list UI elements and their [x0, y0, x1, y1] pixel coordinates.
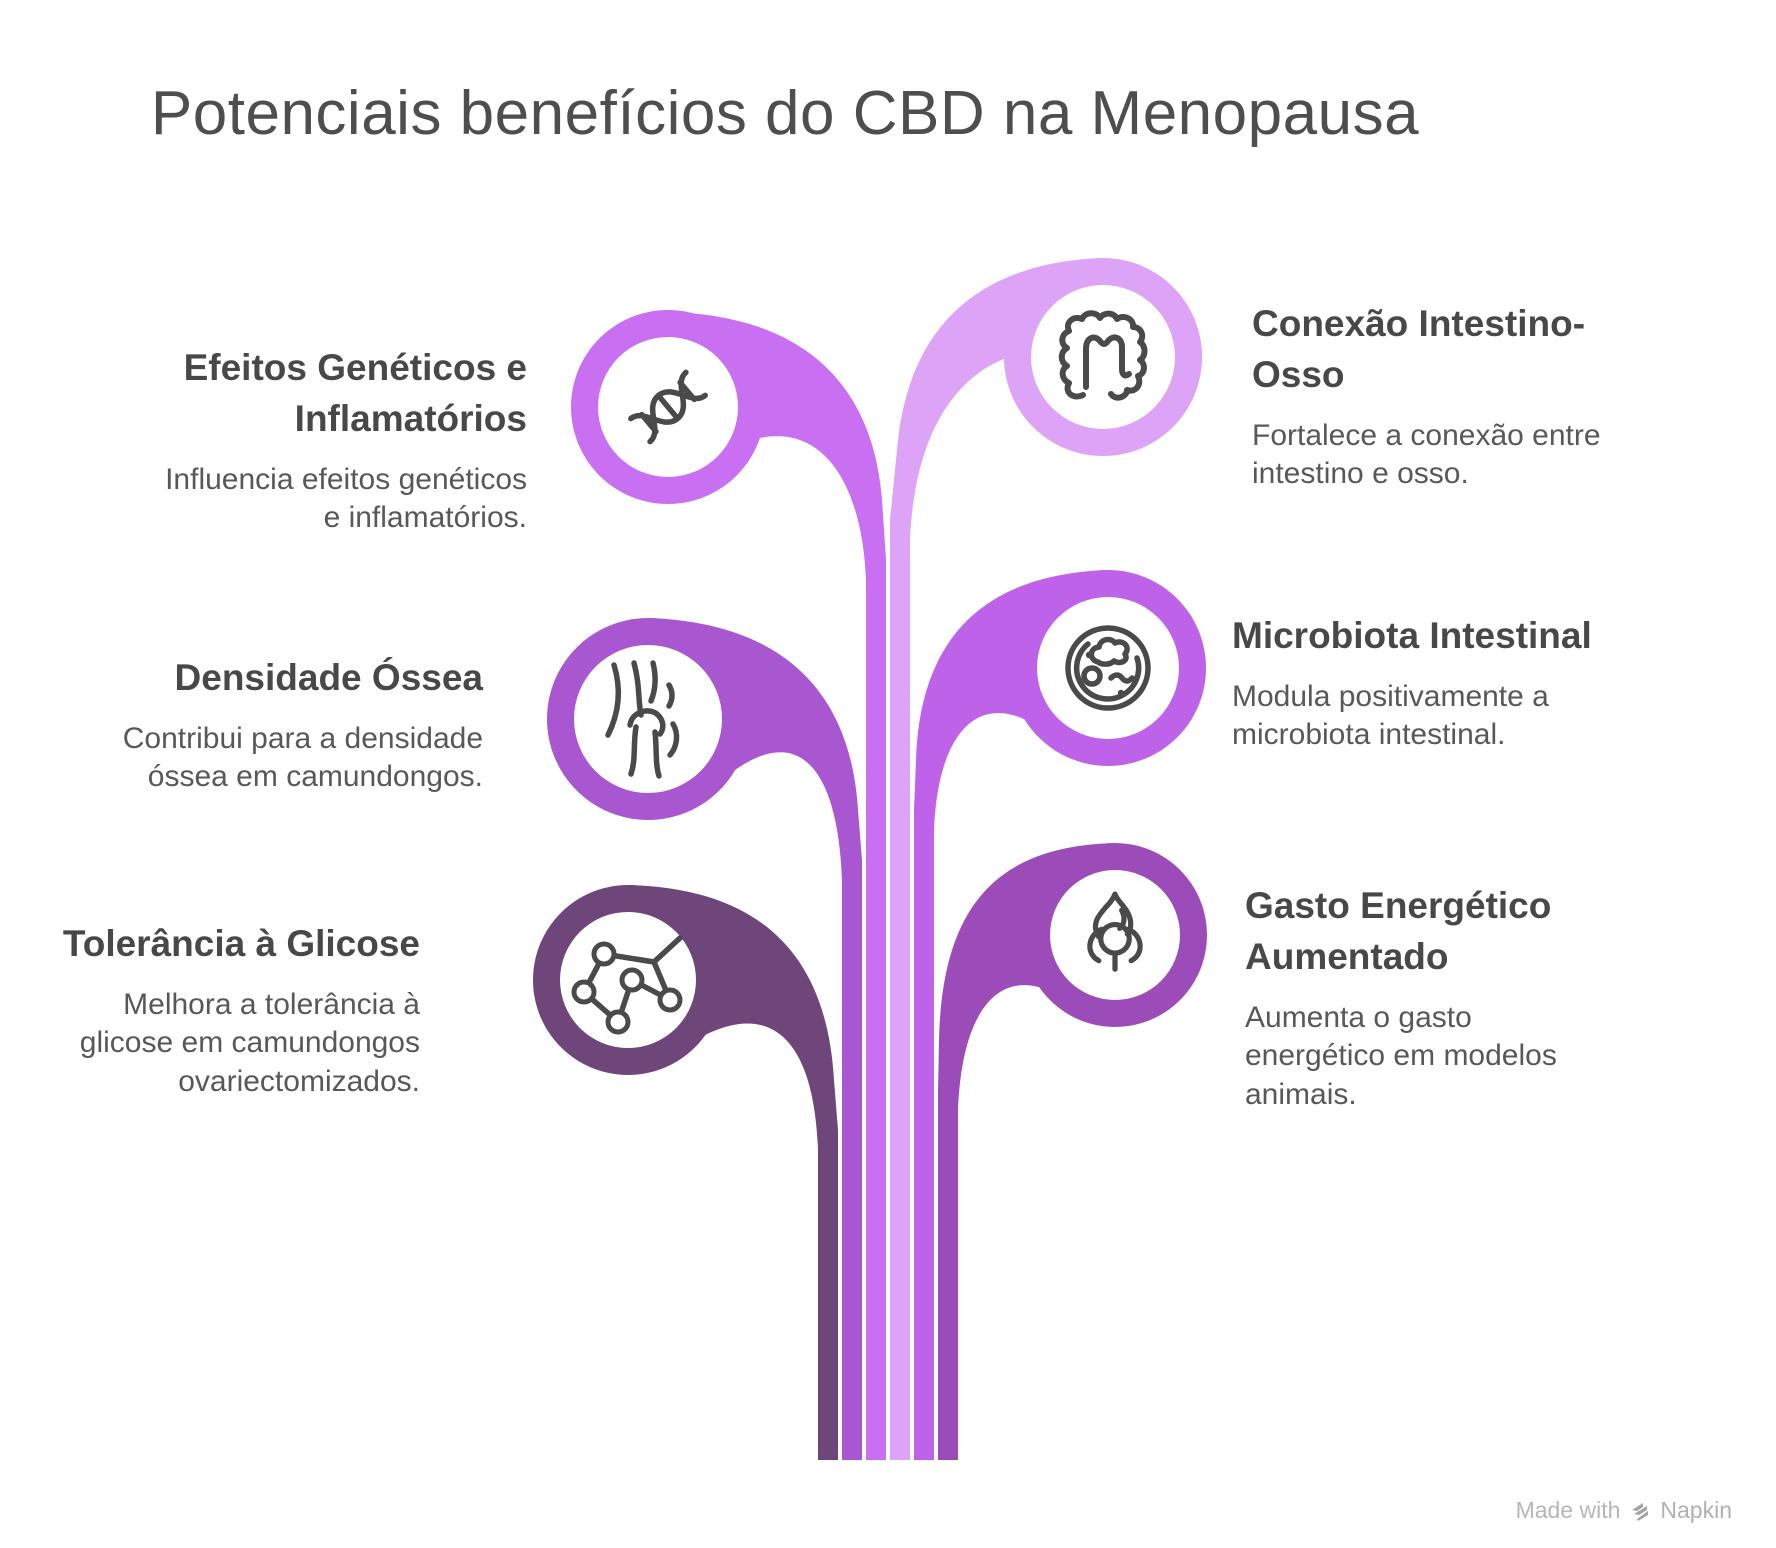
item-description: Modula positivamente a microbiota intest…: [1232, 680, 1549, 752]
branch-glucose-tolerance: [533, 885, 838, 1460]
item-gut-bone-connection: Conexão Intestino- Osso Fortalece a cone…: [1252, 298, 1732, 494]
item-gut-microbiota: Microbiota Intestinal Modula positivamen…: [1232, 610, 1732, 755]
watermark-prefix: Made with: [1515, 1497, 1621, 1523]
branch-gut-bone: [890, 258, 1202, 1460]
item-glucose-tolerance: Tolerância à Glicose Melhora a tolerânci…: [0, 918, 420, 1101]
item-description: Melhora a tolerância à glicose em camund…: [79, 988, 420, 1098]
item-genetic-effects: Efeitos Genéticos e Inflamatórios Influe…: [87, 342, 527, 538]
item-description: Influencia efeitos genéticos e inflamató…: [165, 463, 527, 535]
item-bone-density: Densidade Óssea Contribui para a densida…: [43, 652, 483, 797]
intestine-icon: [1058, 310, 1148, 401]
branch-stem: [938, 843, 1115, 1460]
branch-energy-expenditure: [938, 843, 1207, 1460]
item-title: Microbiota Intestinal: [1232, 615, 1592, 656]
flame-icon: [1087, 891, 1143, 972]
napkin-logo-icon: [1632, 1502, 1649, 1521]
item-energy-expenditure: Gasto Energético Aumentado Aumenta o gas…: [1245, 880, 1725, 1114]
icon-bubble: [1050, 870, 1180, 1000]
molecule-icon: [571, 935, 683, 1035]
petri-dish-icon: [1065, 625, 1151, 711]
icon-bubble: [574, 645, 722, 793]
branch-microbiota: [914, 570, 1206, 1460]
branch-stem: [628, 885, 838, 1460]
item-title: Efeitos Genéticos e Inflamatórios: [183, 347, 527, 440]
item-title: Tolerância à Glicose: [62, 923, 420, 964]
knee-joint-icon: [605, 660, 680, 779]
item-description: Aumenta o gasto energético em modelos an…: [1245, 1001, 1557, 1111]
branch-stem: [914, 570, 1108, 1460]
item-title: Gasto Energético Aumentado: [1245, 885, 1552, 978]
branch-bone-density: [547, 618, 862, 1460]
item-description: Contribui para a densidade óssea em camu…: [122, 722, 483, 794]
icon-bubble: [1037, 597, 1179, 739]
icon-bubble: [1031, 285, 1175, 429]
branch-stem: [668, 312, 886, 1460]
item-title: Densidade Óssea: [174, 657, 483, 698]
watermark-brand: Napkin: [1660, 1497, 1732, 1523]
dna-icon: [628, 369, 708, 445]
branch-genetic-effects: [571, 310, 886, 1460]
napkin-watermark[interactable]: Made with Napkin: [1516, 1497, 1732, 1524]
page-title: Potenciais benefícios do CBD na Menopaus…: [150, 79, 1420, 148]
item-description: Fortalece a conexão entre intestino e os…: [1252, 419, 1601, 491]
item-title: Conexão Intestino- Osso: [1252, 303, 1586, 396]
